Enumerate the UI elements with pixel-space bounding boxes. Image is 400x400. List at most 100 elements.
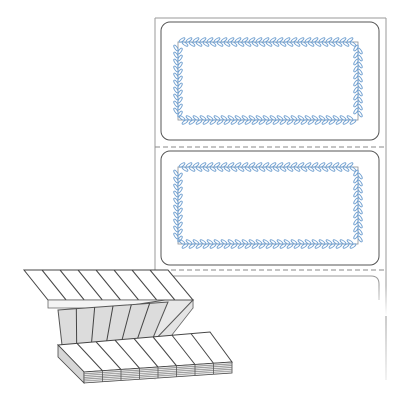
vine-leaf <box>279 166 287 172</box>
vine-leaf <box>321 119 329 125</box>
vine-leaf <box>357 75 363 83</box>
vine-leaf <box>234 115 242 121</box>
vine-leaf <box>173 176 179 184</box>
vine-leaf <box>216 166 224 172</box>
vine-leaf <box>269 115 277 121</box>
vine-leaf <box>237 166 245 172</box>
vine-leaf <box>318 37 326 43</box>
vine-leaf <box>353 79 359 87</box>
vine-leaf <box>177 200 183 208</box>
vine-leaf <box>353 225 359 233</box>
vine-leaf <box>199 162 207 168</box>
vine-leaf <box>192 115 200 121</box>
vine-leaf <box>311 37 319 43</box>
vine-leaf <box>248 162 256 168</box>
vine-leaf <box>178 37 186 43</box>
vine-leaf <box>290 37 298 43</box>
vine-leaf <box>209 166 217 172</box>
vine-leaf <box>195 119 203 125</box>
vine-leaf <box>357 47 363 55</box>
vine-leaf <box>258 166 266 172</box>
vine-leaf <box>269 239 277 245</box>
vine-leaf <box>265 166 273 172</box>
vine-leaf <box>346 37 354 43</box>
stack-middle-sheet <box>57 299 195 346</box>
vine-leaf <box>279 243 287 249</box>
vine-leaf <box>173 204 179 212</box>
vine-leaf <box>255 37 263 43</box>
vine-leaf <box>304 115 312 121</box>
vine-leaf <box>304 162 312 168</box>
vine-leaf <box>335 41 343 47</box>
vine-leaf <box>265 243 273 249</box>
vine-leaf <box>307 119 315 125</box>
vine-leaf <box>342 243 350 249</box>
vine-leaf <box>353 232 359 240</box>
vine-leaf <box>177 186 183 194</box>
vine-leaf <box>206 239 214 245</box>
vine-leaf <box>311 162 319 168</box>
vine-leaf <box>293 41 301 47</box>
vine-leaf <box>177 68 183 76</box>
vine-leaf <box>206 162 214 168</box>
vine-leaf <box>173 232 179 240</box>
vine-leaf <box>314 243 322 249</box>
vine-leaf <box>314 41 322 47</box>
vine-leaf <box>213 239 221 245</box>
label-bottom <box>160 150 380 266</box>
vine-leaf <box>173 72 179 80</box>
label-top <box>160 21 380 141</box>
vine-leaf <box>353 197 359 205</box>
vine-leaf <box>230 41 238 47</box>
vine-leaf <box>199 37 207 43</box>
vine-leaf <box>223 166 231 172</box>
vine-leaf <box>272 41 280 47</box>
vine-leaf <box>349 243 357 249</box>
vine-leaf <box>314 119 322 125</box>
vine-leaf <box>297 115 305 121</box>
vine-leaf <box>342 166 350 172</box>
vine-leaf <box>177 96 183 104</box>
vine-leaf <box>311 115 319 121</box>
vine-leaf <box>192 162 200 168</box>
vine-leaf <box>335 119 343 125</box>
vine-leaf <box>297 37 305 43</box>
vine-leaf <box>262 162 270 168</box>
vine-leaf <box>325 115 333 121</box>
vine-leaf <box>188 243 196 249</box>
vine-leaf <box>173 225 179 233</box>
vine-leaf <box>353 65 359 73</box>
vine-leaf <box>353 107 359 115</box>
vine-leaf <box>357 89 363 97</box>
vine-leaf <box>173 218 179 226</box>
vine-leaf <box>248 239 256 245</box>
vine-leaf <box>272 119 280 125</box>
vine-leaf <box>276 239 284 245</box>
vine-leaf <box>173 44 179 52</box>
vine-leaf <box>241 37 249 43</box>
vine-leaf <box>318 239 326 245</box>
vine-leaf <box>318 162 326 168</box>
vine-leaf <box>234 239 242 245</box>
vine-leaf <box>262 239 270 245</box>
vine-leaf <box>353 72 359 80</box>
vine-leaf <box>265 41 273 47</box>
vine-leaf <box>251 41 259 47</box>
vine-leaf <box>325 239 333 245</box>
vine-leaf <box>353 100 359 108</box>
vine-leaf <box>244 243 252 249</box>
vine-leaf <box>251 243 259 249</box>
vine-leaf <box>230 119 238 125</box>
vine-leaf <box>177 235 183 243</box>
vine-leaf <box>237 41 245 47</box>
vine-leaf <box>227 115 235 121</box>
vine-leaf <box>304 239 312 245</box>
vine-leaf <box>220 162 228 168</box>
vine-leaf <box>297 162 305 168</box>
vine-leaf <box>209 119 217 125</box>
vine-leaf <box>185 239 193 245</box>
vine-leaf <box>177 172 183 180</box>
vine-leaf <box>307 166 315 172</box>
vine-leaf <box>304 37 312 43</box>
vine-leaf <box>244 166 252 172</box>
